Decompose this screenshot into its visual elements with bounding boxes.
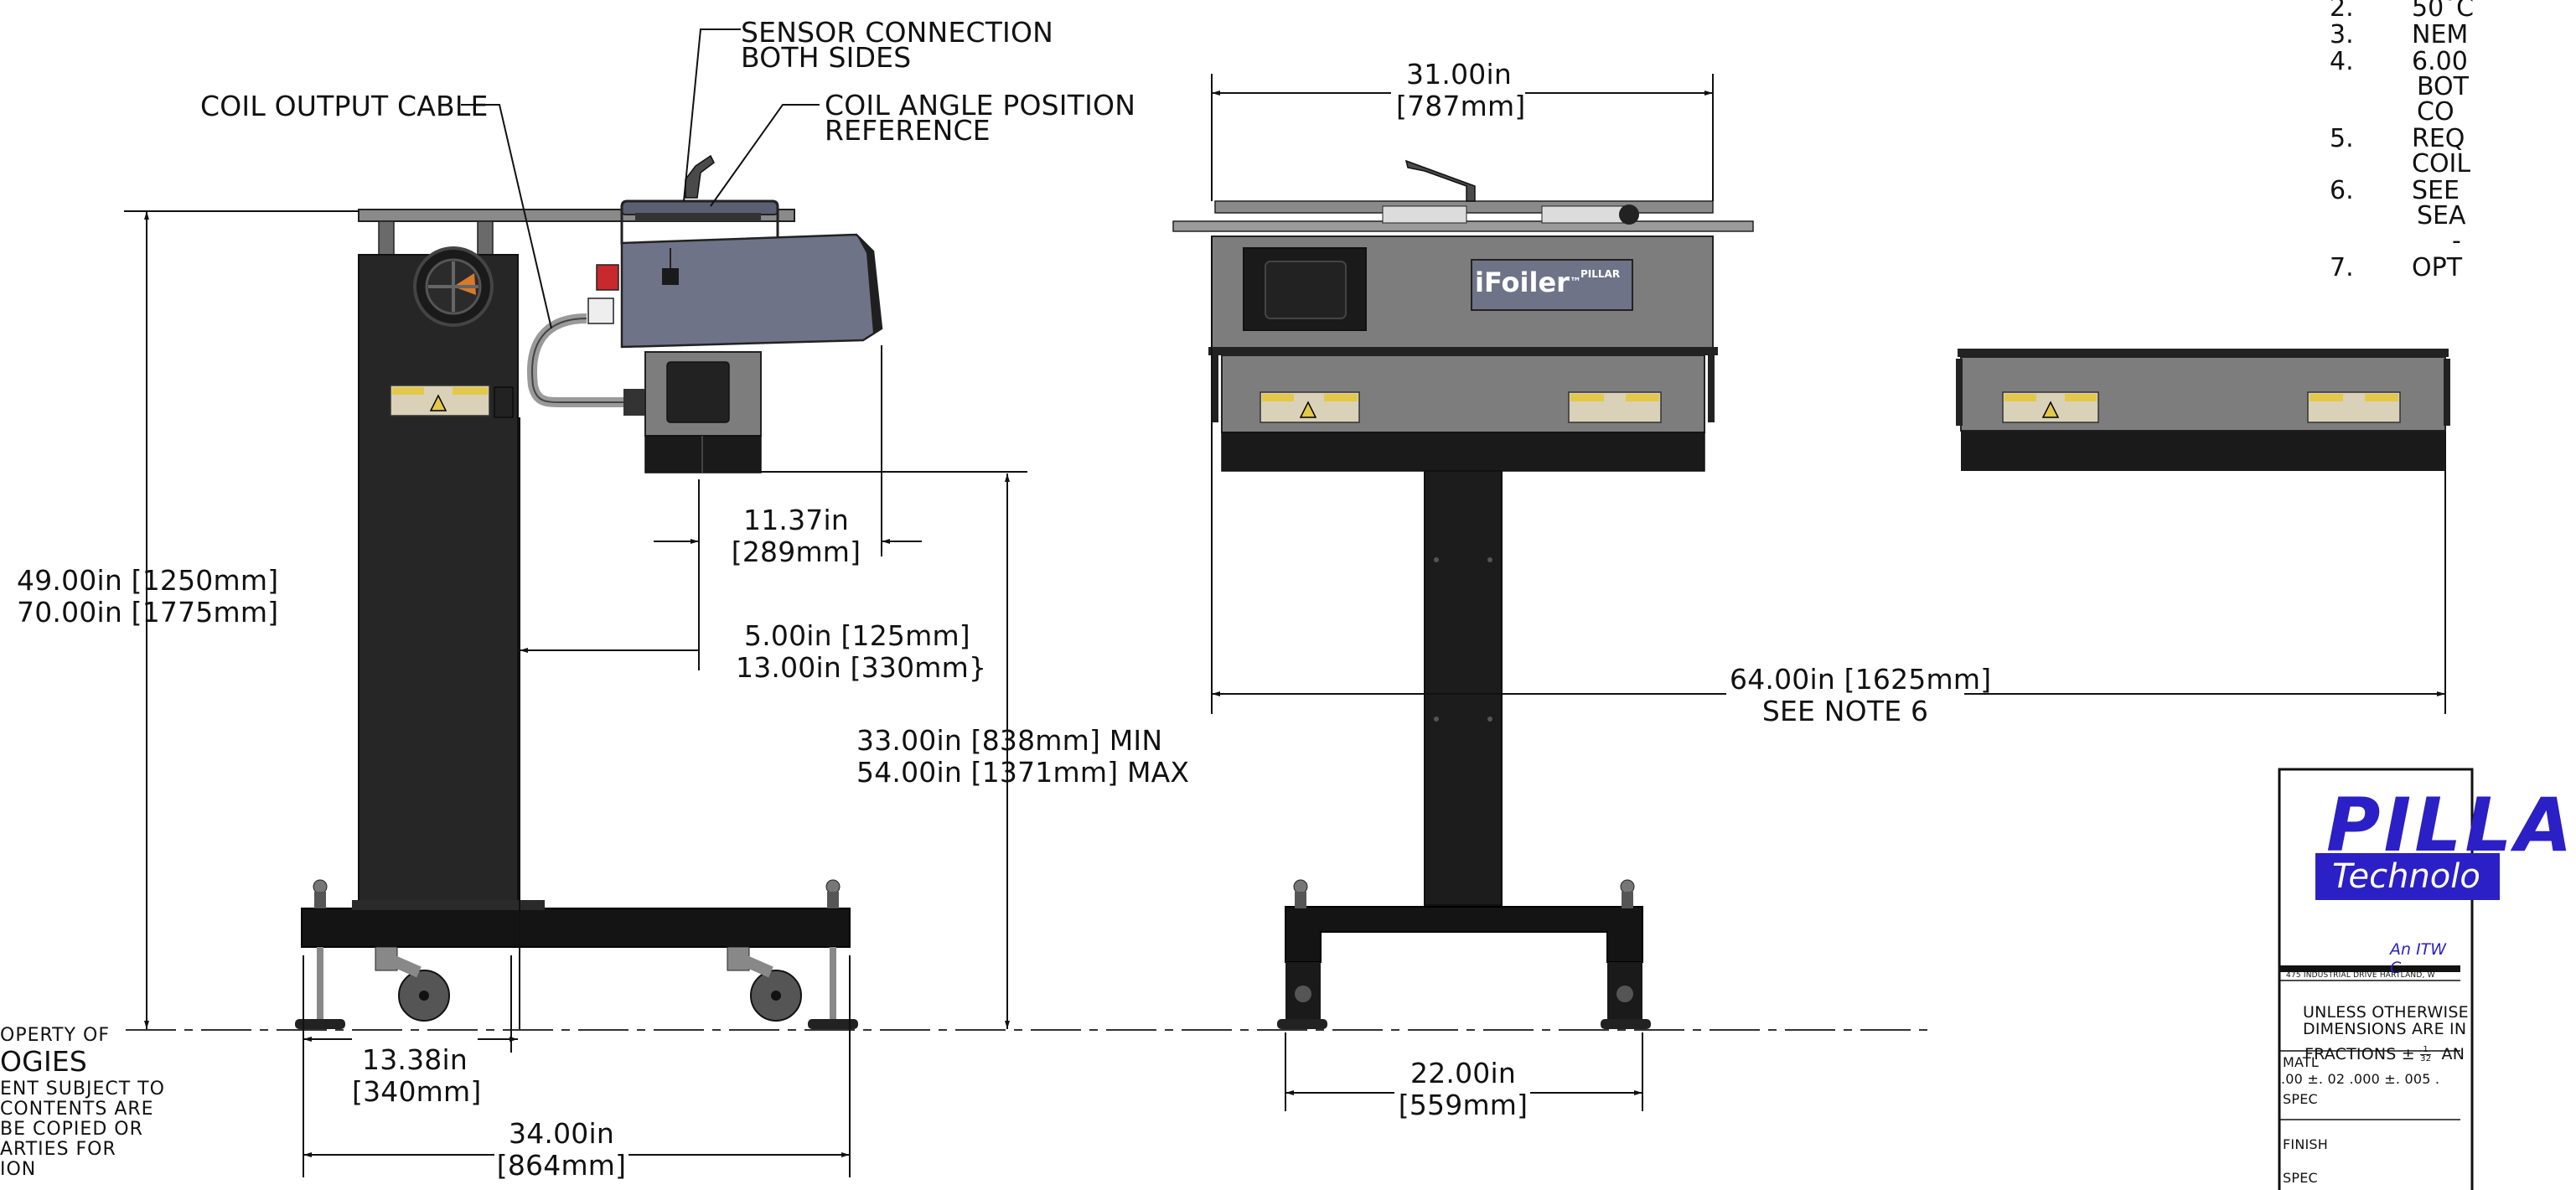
dim-front-width: 31.00in [787mm] [1396,58,1526,122]
callout-sensor-connection: SENSOR CONNECTION BOTH SIDES [741,16,1054,74]
warning-label-ext-1 [2002,391,2099,423]
field-finish: FINISH [2283,1136,2328,1152]
front-base [1285,906,1643,963]
note-num: 6. [2330,176,2354,205]
note-text: SEE [2412,176,2460,205]
field-spec-1: SPEC [2283,1091,2318,1107]
leveling-foot-icon [808,879,858,1029]
note-num: 4. [2330,47,2354,76]
dim-overall-width: 64.00in [1625mm] SEE NOTE 6 [1730,663,1992,727]
pillar-brand-label: PILLAR [1580,268,1621,280]
note-text: COIL [2412,149,2471,178]
note-text: - [2452,226,2461,256]
dim-stand-height: 33.00in [838mm] MIN 54.00in [1371mm] MAX [856,724,1190,789]
company-logo-itw: An ITW C [2390,940,2447,977]
dim-coil-offset: 11.37in [289mm] [731,504,861,568]
dim-base-inner: 13.38in [340mm] [352,1043,482,1108]
warning-label-side [390,385,490,416]
ifoiler-brand-label: iFoiler™ [1475,266,1581,298]
caster-icon [375,946,450,1022]
note-num: 3. [2330,20,2354,49]
dim-front-base: 22.00in [559mm] [1398,1057,1529,1121]
field-matl-label: MATL [2283,1054,2319,1070]
callout-coil-angle: COIL ANGLE POSITION REFERENCE [825,89,1136,147]
note-text: BOT [2417,72,2469,101]
tolerance-fractions: FRACTIONS ± 1 32 AN [2304,1045,2465,1063]
field-spec-2: SPEC [2283,1170,2318,1186]
warning-label-front-1 [1260,391,1360,423]
note-text: OPT [2412,253,2463,282]
note-text: REQ [2412,124,2465,153]
callout-coil-output-cable: COIL OUTPUT CABLE [200,90,489,122]
company-address: 475 INDUSTRIAL DRIVE HARTLAND, W [2286,971,2435,980]
dim-reach: 5.00in [125mm] 13.00in [330mm} [736,619,987,684]
dim-base-outer: 34.00in [864mm] [496,1117,627,1182]
drawing-canvas [124,28,2474,1190]
note-num: 2. [2330,0,2354,23]
note-num: 7. [2330,253,2354,282]
note-text: 50˚C [2412,0,2475,23]
extended-view [1956,349,2450,471]
company-logo: PILLA [2326,782,2576,868]
front-dimensions [1211,74,2446,1111]
title-block-frame [2278,768,2474,1190]
note-text: NEM [2412,20,2469,49]
note-num: 5. [2330,124,2354,153]
side-view [295,154,883,1029]
stand-column [358,254,519,909]
note-text: 6.00 [2412,47,2468,76]
warning-label-front-2 [1568,391,1662,423]
tolerance-decimals: .00 ±. 02 .000 ±. 005 . [2281,1071,2440,1087]
warning-label-ext-2 [2307,391,2401,423]
coil-housing [620,233,883,349]
note-text: CO [2417,97,2454,127]
front-column [1424,470,1503,906]
leveling-foot-icon [295,879,345,1029]
tolerance-unless: UNLESS OTHERWISE DIMENSIONS ARE IN [2303,1003,2469,1038]
company-logo-subtitle: Technolo [2315,853,2500,900]
handwheel-icon [413,246,494,327]
front-view [1172,159,1754,1029]
side-dimensions [124,28,1027,1177]
caster-icon [727,946,802,1022]
dim-overall-height: 49.00in [1250mm] 70.00in [1775mm] [17,564,279,629]
note-text: SEA [2417,201,2466,230]
side-base [301,908,851,948]
